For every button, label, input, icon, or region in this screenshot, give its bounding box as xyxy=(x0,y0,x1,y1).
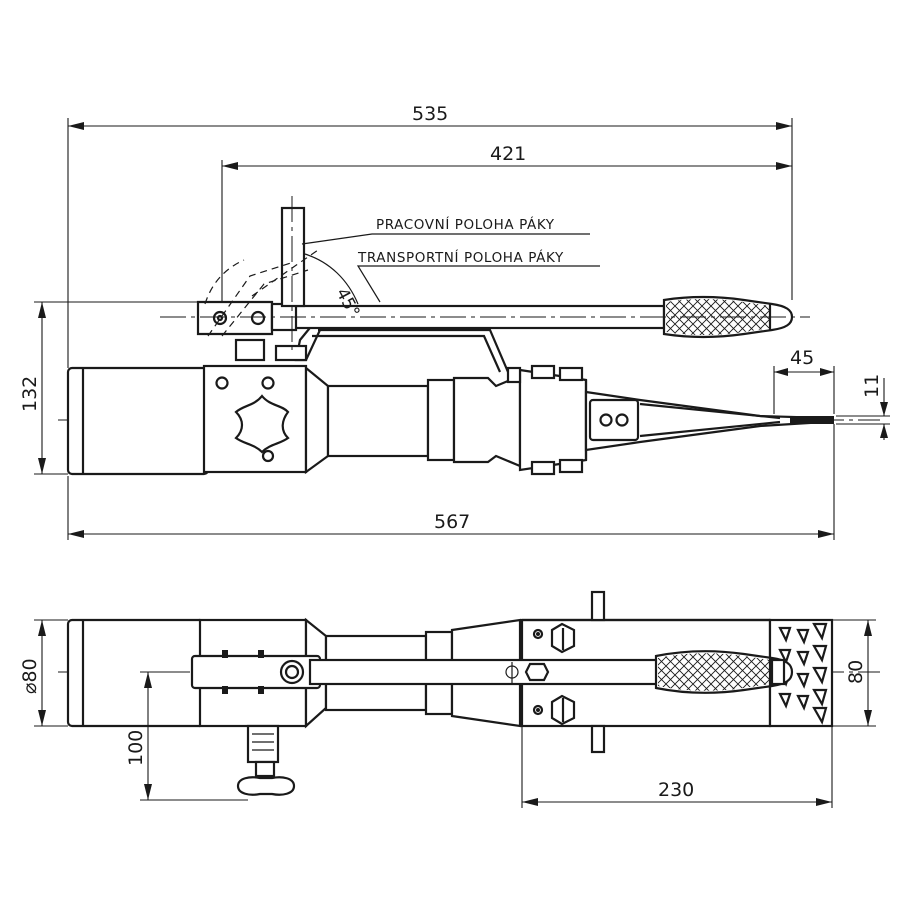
dim-diameter-80: ⌀80 xyxy=(19,658,41,694)
dim-230: 230 xyxy=(658,779,694,801)
pump-block xyxy=(202,364,308,474)
cutter-head xyxy=(518,368,588,472)
valve-knob xyxy=(234,394,290,454)
jaw-teeth xyxy=(778,622,828,725)
dim-100: 100 xyxy=(125,730,147,766)
lever-transport xyxy=(280,206,306,308)
side-view-dimensions xyxy=(34,118,890,540)
release-valve-knob xyxy=(236,776,296,796)
top-view-dimensions xyxy=(34,619,876,808)
dim-11: 11 xyxy=(861,374,883,398)
dim-535: 535 xyxy=(412,103,448,125)
dim-567: 567 xyxy=(434,511,470,533)
side-view xyxy=(58,196,880,476)
lever-pivot xyxy=(196,300,274,336)
transport-position-label: TRANSPORTNÍ POLOHA PÁKY xyxy=(357,249,564,266)
cylinder-body xyxy=(66,366,210,476)
working-position-label: PRACOVNÍ POLOHA PÁKY xyxy=(376,216,555,233)
dim-45: 45 xyxy=(790,347,814,369)
dim-80: 80 xyxy=(845,660,867,684)
release-valve-stem xyxy=(246,724,280,764)
dim-421: 421 xyxy=(490,143,526,165)
top-cylinder xyxy=(66,618,206,728)
dim-132: 132 xyxy=(19,376,41,412)
pump-bolt-hole xyxy=(215,376,229,390)
piston-tube xyxy=(326,384,430,458)
top-view xyxy=(58,590,880,796)
